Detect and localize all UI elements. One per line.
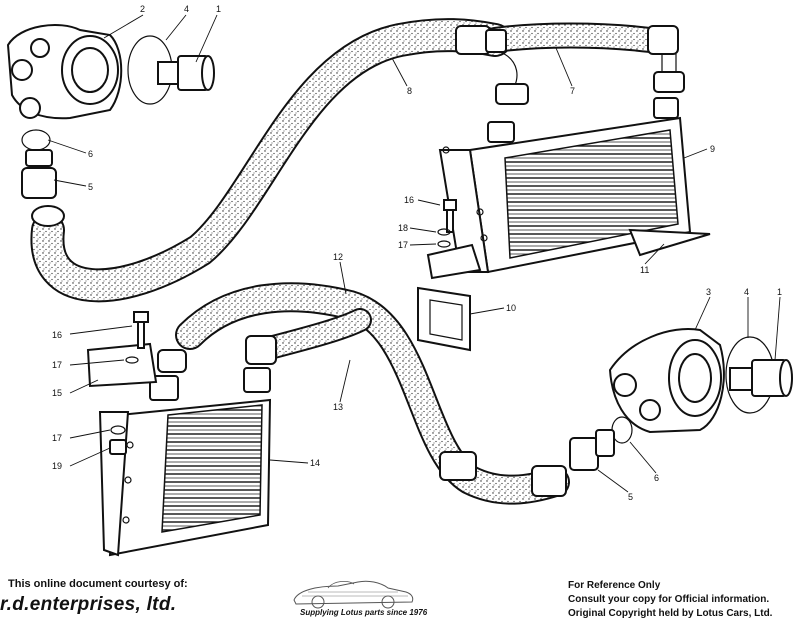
tagline: Supplying Lotus parts since 1976 xyxy=(300,608,428,617)
oil-filter-adaptor-2 xyxy=(6,24,123,120)
callout-5: 5 xyxy=(628,492,633,502)
oil-filter-adaptor-3 xyxy=(608,328,725,434)
washer-18 xyxy=(437,228,451,236)
hose-7 xyxy=(482,22,663,53)
callout-17: 17 xyxy=(398,240,408,250)
hose-12-13 xyxy=(175,282,570,505)
callout-17: 17 xyxy=(52,433,62,443)
callout-17: 17 xyxy=(52,360,62,370)
callout-3: 3 xyxy=(706,287,711,297)
bracket-15 xyxy=(86,342,158,388)
oil-cooler-exploded-diagram: 1 2 4 6 5 8 7 9 16 18 17 11 10 12 16 17 … xyxy=(6,4,793,557)
callout-14: 14 xyxy=(310,458,320,468)
nut-19 xyxy=(109,439,127,455)
washer-17-upper xyxy=(437,240,451,248)
callout-4: 4 xyxy=(744,287,749,297)
brand-name[interactable]: r.d.enterprises, ltd. xyxy=(0,594,177,615)
callout-6: 6 xyxy=(88,149,93,159)
bracket-11 xyxy=(628,228,711,257)
union-5-upper xyxy=(21,149,57,199)
callout-numbers: 1 2 4 6 5 8 7 9 16 18 17 11 10 12 16 17 … xyxy=(52,4,782,502)
union-5-lower xyxy=(569,429,615,471)
callout-7: 7 xyxy=(570,86,575,96)
callout-13: 13 xyxy=(333,402,343,412)
hose-fitting-upper xyxy=(455,25,685,105)
callout-9: 9 xyxy=(710,144,715,154)
reference-line-3: Original Copyright held by Lotus Cars, L… xyxy=(568,608,773,619)
callout-11: 11 xyxy=(640,265,649,275)
callout-4: 4 xyxy=(184,4,189,14)
callout-10: 10 xyxy=(506,303,516,313)
callout-16: 16 xyxy=(404,195,414,205)
callout-5: 5 xyxy=(88,182,93,192)
bolt-16-lower xyxy=(133,311,149,349)
oil-cooler-14 xyxy=(98,335,277,557)
hose-fitting-left xyxy=(31,205,65,227)
courtesy-text: This online document courtesy of: xyxy=(8,578,188,590)
callout-18: 18 xyxy=(398,223,408,233)
callout-15: 15 xyxy=(52,388,62,398)
leader-lines xyxy=(47,14,781,493)
washer-6-upper xyxy=(21,129,51,151)
callout-19: 19 xyxy=(52,461,62,471)
reference-notice: For Reference Only Consult your copy for… xyxy=(568,579,772,621)
bracket-10 xyxy=(417,286,471,352)
callout-6: 6 xyxy=(654,473,659,483)
callout-12: 12 xyxy=(333,252,343,262)
callout-2: 2 xyxy=(140,4,145,14)
callout-8: 8 xyxy=(407,86,412,96)
hose-fitting-lower xyxy=(439,451,567,497)
threaded-adaptor-1-upper xyxy=(157,55,215,91)
threaded-adaptor-1-lower xyxy=(729,359,793,397)
reference-line-2: Consult your copy for Official informati… xyxy=(568,594,770,605)
callout-16: 16 xyxy=(52,330,62,340)
callout-1: 1 xyxy=(777,287,782,297)
reference-line-1: For Reference Only xyxy=(568,580,661,591)
washer-17-lower xyxy=(110,425,126,435)
race-car-logo-icon xyxy=(293,580,414,609)
callout-1: 1 xyxy=(216,4,221,14)
hose-8 xyxy=(30,18,512,303)
footer: This online document courtesy of: r.d.en… xyxy=(0,570,800,620)
